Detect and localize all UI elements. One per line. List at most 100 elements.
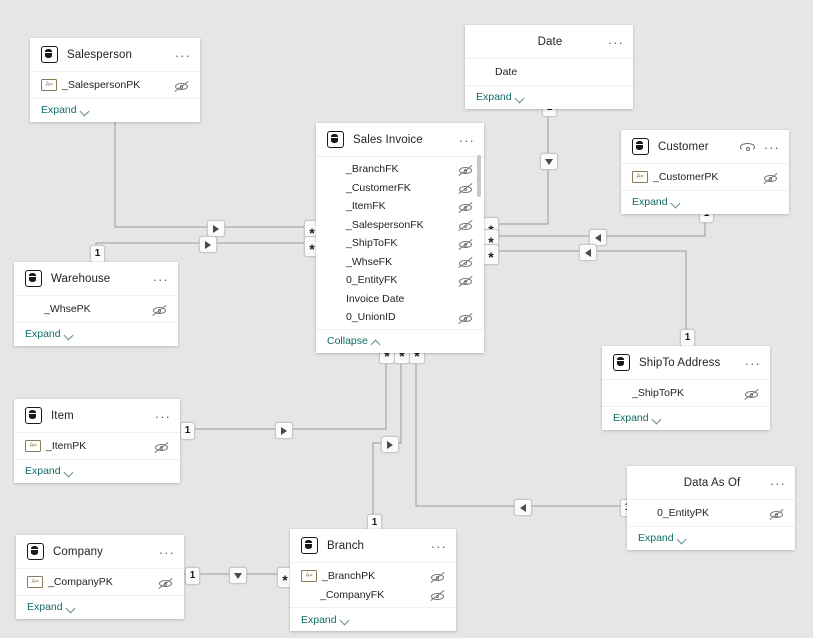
table-card-shipto-address[interactable]: ShipTo Address··· _ShipToPK Expand: [602, 346, 770, 430]
expand-button[interactable]: Expand: [301, 614, 349, 626]
more-options-icon[interactable]: ···: [152, 271, 169, 287]
footer-label: Expand: [638, 532, 674, 544]
field-row[interactable]: _ItemFK: [316, 197, 484, 216]
table-header-sales-invoice[interactable]: Sales Invoice···: [316, 123, 484, 157]
table-icon: [632, 138, 649, 155]
table-header-customer[interactable]: Customer ···: [621, 130, 789, 164]
field-row[interactable]: _SalespersonFK: [316, 216, 484, 235]
hidden-eye-icon[interactable]: [769, 508, 784, 520]
expand-button[interactable]: Expand: [25, 465, 73, 477]
table-card-warehouse[interactable]: Warehouse··· _WhsePK Expand: [14, 262, 178, 346]
cardinality-one-warehouse: 1: [90, 245, 105, 263]
table-header-data-as-of[interactable]: Data As Of ···: [627, 466, 795, 500]
hidden-eye-icon[interactable]: [458, 201, 473, 213]
relationship-arrow-company[interactable]: [229, 567, 247, 584]
expand-button[interactable]: Expand: [613, 412, 661, 424]
relationship-arrow-customer[interactable]: [589, 229, 607, 246]
field-row[interactable]: A=_ItemPK: [14, 437, 180, 456]
hidden-eye-icon[interactable]: [458, 238, 473, 250]
relationship-arrow-warehouse[interactable]: [199, 236, 217, 253]
chevron-down-icon: [653, 416, 661, 421]
field-name: _SalespersonPK: [62, 79, 141, 92]
table-title: Customer: [658, 140, 709, 153]
table-card-salesperson[interactable]: Salesperson··· A=_SalespersonPK Expand: [30, 38, 200, 122]
field-row[interactable]: _CompanyFK: [290, 586, 456, 605]
hidden-eye-icon[interactable]: [458, 164, 473, 176]
field-row[interactable]: A=_SalespersonPK: [30, 76, 200, 95]
field-row[interactable]: _ShipToPK: [602, 384, 770, 403]
field-list: A=_BranchPK_CompanyFK: [290, 563, 456, 607]
eye-icon[interactable]: [739, 141, 755, 152]
relationship-arrow-dataasof[interactable]: [514, 499, 532, 516]
hidden-eye-icon[interactable]: [174, 80, 189, 92]
more-options-icon[interactable]: ···: [458, 132, 475, 148]
hidden-eye-icon[interactable]: [458, 256, 473, 269]
field-row[interactable]: _WhsePK: [14, 300, 178, 319]
field-row[interactable]: A=_CompanyPK: [16, 573, 184, 592]
table-header-item[interactable]: Item···: [14, 399, 180, 433]
expand-button[interactable]: Expand: [27, 601, 75, 613]
relationship-arrow-branch[interactable]: [381, 436, 399, 453]
table-card-item[interactable]: Item··· A=_ItemPK Expand: [14, 399, 180, 483]
hidden-eye-icon[interactable]: [430, 589, 445, 602]
chevron-down-icon: [67, 605, 75, 610]
relationship-arrow-date[interactable]: [540, 153, 558, 170]
hidden-eye-icon[interactable]: [458, 312, 473, 324]
hidden-eye-icon[interactable]: [154, 441, 169, 453]
field-row[interactable]: A=_BranchPK: [290, 567, 456, 586]
table-card-customer[interactable]: Customer ··· A=_CustomerPK Expand: [621, 130, 789, 214]
table-card-sales-invoice[interactable]: Sales Invoice··· _BranchFK_CustomerFK_Ite…: [316, 123, 484, 353]
table-header-actions: ···: [739, 130, 780, 163]
field-row[interactable]: _WhseFK: [316, 253, 484, 272]
field-row[interactable]: 0_EntityPK: [627, 504, 795, 523]
hidden-eye-icon[interactable]: [458, 275, 473, 287]
hidden-eye-icon[interactable]: [430, 571, 445, 583]
vertical-scrollbar[interactable]: [477, 155, 481, 197]
table-header-branch[interactable]: Branch···: [290, 529, 456, 563]
expand-button[interactable]: Expand: [25, 328, 73, 340]
more-options-icon[interactable]: ···: [744, 355, 761, 371]
table-header-date[interactable]: Date···: [465, 25, 633, 59]
field-row[interactable]: _BranchFK: [316, 160, 484, 179]
expand-button[interactable]: Expand: [41, 104, 89, 116]
collapse-button[interactable]: Collapse: [327, 335, 380, 347]
text-field-type-icon: A=: [27, 576, 43, 589]
table-header-salesperson[interactable]: Salesperson···: [30, 38, 200, 72]
more-options-icon[interactable]: ···: [154, 408, 171, 424]
expand-button[interactable]: Expand: [476, 91, 524, 103]
field-row[interactable]: _CustomerFK: [316, 179, 484, 198]
relationship-arrow-shipto[interactable]: [579, 244, 597, 261]
table-title: Data As Of: [683, 476, 741, 489]
hidden-eye-icon[interactable]: [744, 388, 759, 400]
table-card-company[interactable]: Company··· A=_CompanyPK Expand: [16, 535, 184, 619]
more-options-icon[interactable]: ···: [174, 47, 191, 63]
field-row[interactable]: Invoice Date: [316, 290, 484, 309]
field-row[interactable]: 0_EntityFK: [316, 271, 484, 290]
field-row[interactable]: _ShipToFK: [316, 234, 484, 253]
more-options-icon[interactable]: ···: [769, 475, 786, 491]
more-options-icon[interactable]: ···: [607, 34, 624, 50]
more-options-icon[interactable]: ···: [158, 544, 175, 560]
field-row[interactable]: Date: [465, 63, 633, 82]
expand-button[interactable]: Expand: [638, 532, 686, 544]
hidden-eye-icon[interactable]: [158, 577, 173, 589]
line-item-salesinvoice: [180, 348, 387, 430]
table-header-shipto-address[interactable]: ShipTo Address···: [602, 346, 770, 380]
hidden-eye-icon[interactable]: [458, 219, 473, 232]
relationship-arrow-item[interactable]: [275, 422, 293, 439]
hidden-eye-icon[interactable]: [763, 172, 778, 184]
more-options-icon[interactable]: ···: [763, 139, 780, 155]
field-row[interactable]: A=_CustomerPK: [621, 168, 789, 187]
field-row[interactable]: 0_UnionID: [316, 308, 484, 327]
table-card-data-as-of[interactable]: Data As Of ··· 0_EntityPK Expand: [627, 466, 795, 550]
more-options-icon[interactable]: ···: [430, 538, 447, 554]
hidden-eye-icon[interactable]: [458, 182, 473, 195]
relationship-arrow-salesperson[interactable]: [207, 220, 225, 237]
table-header-company[interactable]: Company···: [16, 535, 184, 569]
hidden-eye-icon[interactable]: [152, 304, 167, 316]
expand-button[interactable]: Expand: [632, 196, 680, 208]
table-header-warehouse[interactable]: Warehouse···: [14, 262, 178, 296]
